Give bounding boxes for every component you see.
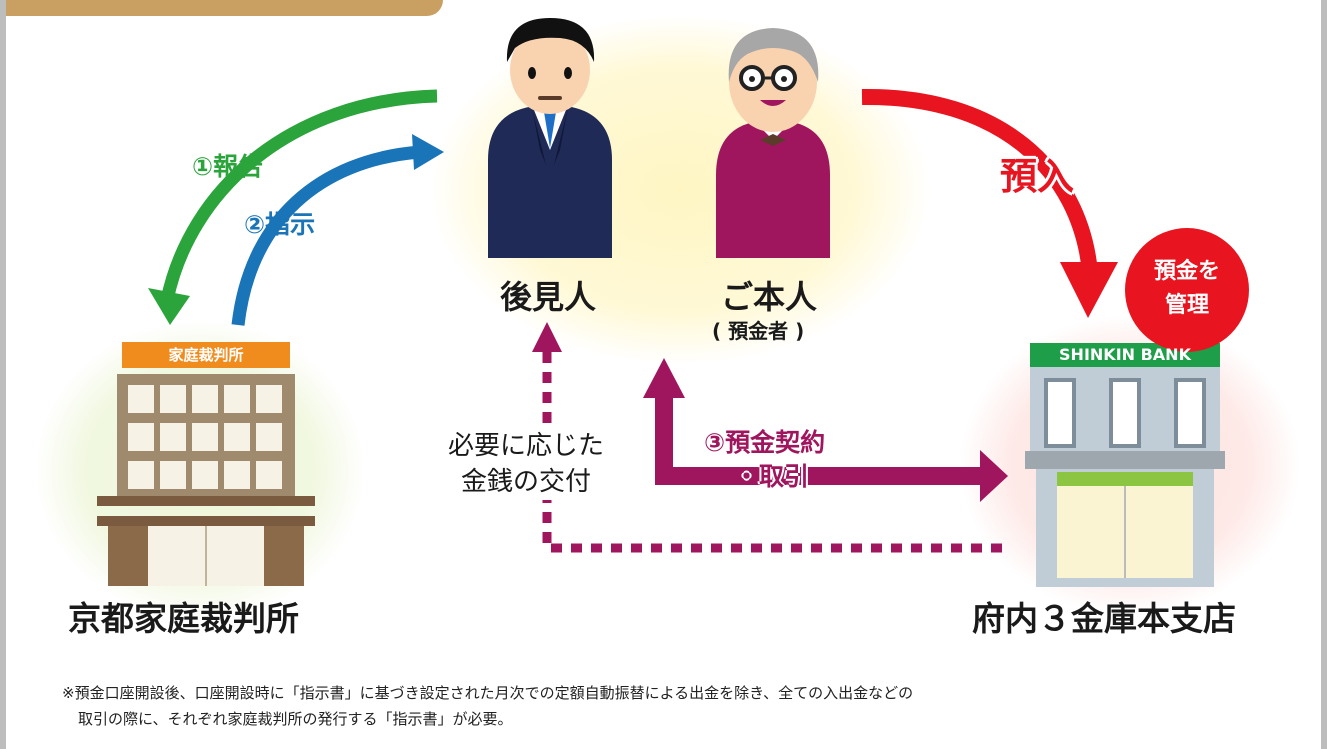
court-name: 京都家庭裁判所 [68, 599, 299, 638]
deposit-arrow [861, 88, 1118, 318]
guardian-label: 後見人 [500, 278, 597, 316]
bank-building [1025, 343, 1225, 587]
cash-handout-arrow [532, 322, 1002, 553]
depositor-label: ( 預金者 ) [712, 319, 805, 343]
deposit-label: 預入 [1000, 155, 1074, 198]
bank-sign-label: SHINKIN BANK [1059, 345, 1191, 364]
guardian-figure [488, 18, 612, 258]
contract-arrow [643, 358, 1008, 502]
manage-badge [1125, 228, 1249, 352]
instruction-arrow [231, 134, 444, 326]
contract-line1: ③預金契約 [704, 428, 826, 457]
footnote: ※預金口座開設後、口座開設時に「指示書」に基づき設定された月次での定額自動振替に… [62, 680, 913, 732]
manage-badge-line2: 管理 [1164, 293, 1209, 318]
manage-badge-line1: 預金を [1153, 259, 1220, 284]
cash-handout-line2: 金銭の交付 [461, 467, 592, 497]
instruction-label: ②指示 [244, 210, 316, 239]
header-tab [6, 0, 443, 16]
principal-label: ご本人 [721, 278, 818, 316]
bank-name: 府内３金庫本支店 [972, 599, 1236, 638]
cash-handout-label: 必要に応じた 金銭の交付 [448, 428, 605, 500]
report-arrow [148, 89, 438, 325]
contract-line2: ・取引 [734, 462, 810, 491]
court-sign-label: 家庭裁判所 [168, 346, 244, 364]
footnote-line2: 取引の際に、それぞれ家庭裁判所の発行する「指示書」が必要。 [78, 710, 513, 728]
court-building [97, 342, 315, 586]
principal-figure [716, 28, 830, 258]
contract-label: ③預金契約 ・取引 [704, 426, 825, 494]
report-label: ①報告 [192, 152, 264, 181]
manage-badge-label: 預金を 管理 [1124, 255, 1250, 323]
cash-handout-line1: 必要に応じた [448, 431, 605, 461]
footnote-line1: ※預金口座開設後、口座開設時に「指示書」に基づき設定された月次での定額自動振替に… [62, 684, 914, 702]
